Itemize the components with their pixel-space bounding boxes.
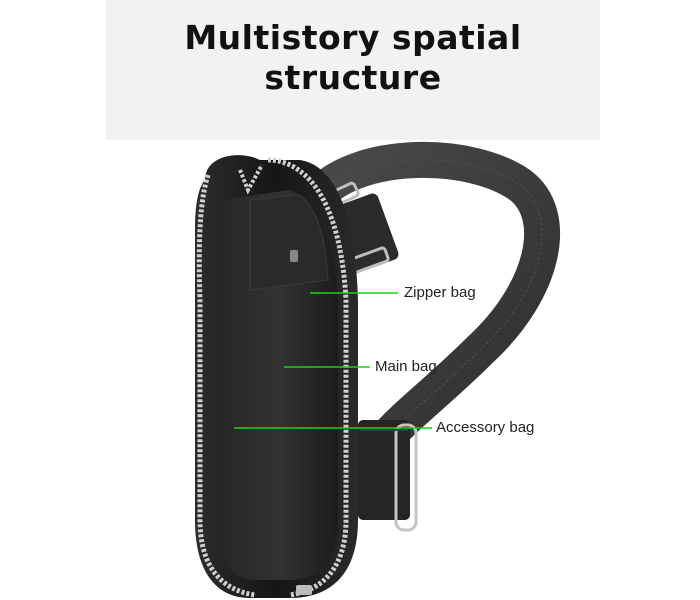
shoulder-strap	[300, 141, 560, 458]
title-line-2: structure	[264, 58, 442, 97]
title-background	[106, 0, 600, 140]
zipper-bag-label: Zipper bag	[404, 284, 476, 301]
main-bag-label: Main bag	[375, 358, 437, 375]
accessory-bag-label: Accessory bag	[436, 419, 535, 436]
bag-body	[195, 155, 358, 598]
title-line-1: Multistory spatial	[184, 18, 522, 57]
lower-strap-adjuster	[358, 420, 418, 532]
page-title: Multistory spatial structure	[106, 18, 600, 98]
